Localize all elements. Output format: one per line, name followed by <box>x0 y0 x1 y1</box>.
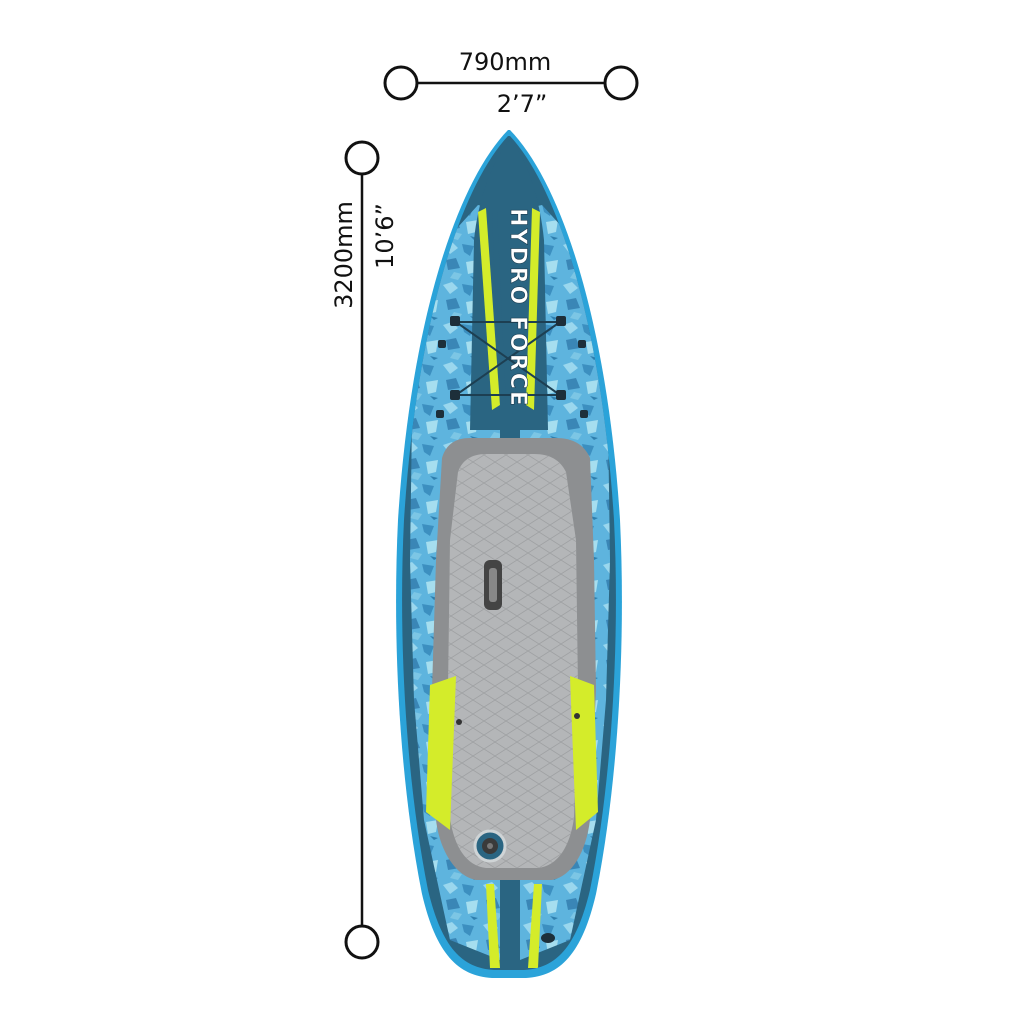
stripe-nose-left-outer <box>492 212 506 405</box>
leash-plug-icon <box>541 933 555 943</box>
width-endpoint-left <box>383 65 419 101</box>
paddle-board: HYDRO FORCE <box>396 130 622 978</box>
brand-wordmark: HYDRO FORCE <box>505 208 530 408</box>
width-imperial-label: 2’7” <box>497 90 548 118</box>
stripe-tail-left <box>486 884 500 968</box>
pad-dring-left <box>456 719 462 725</box>
carry-handle-icon <box>484 560 502 610</box>
stripe-nose-right <box>526 208 540 410</box>
stripe-tail-right <box>528 884 542 968</box>
length-endpoint-bottom <box>344 924 380 960</box>
bungee-anchors <box>436 316 588 418</box>
bungee-cords <box>455 321 561 396</box>
traction-pad-texture <box>448 454 578 868</box>
stripe-tail-wedge-left <box>426 676 456 830</box>
length-dimension: 3200mm 10’6” <box>330 140 399 960</box>
width-dimension: 790mm 2’7” <box>383 48 639 118</box>
stripe-nose-left <box>478 208 500 410</box>
width-endpoint-right <box>603 65 639 101</box>
air-valve-icon <box>473 829 507 863</box>
length-metric-label: 3200mm <box>330 201 358 309</box>
length-endpoint-top <box>344 140 380 176</box>
pad-dring-right <box>574 713 580 719</box>
width-metric-label: 790mm <box>459 48 552 76</box>
length-imperial-label: 10’6” <box>371 203 399 269</box>
